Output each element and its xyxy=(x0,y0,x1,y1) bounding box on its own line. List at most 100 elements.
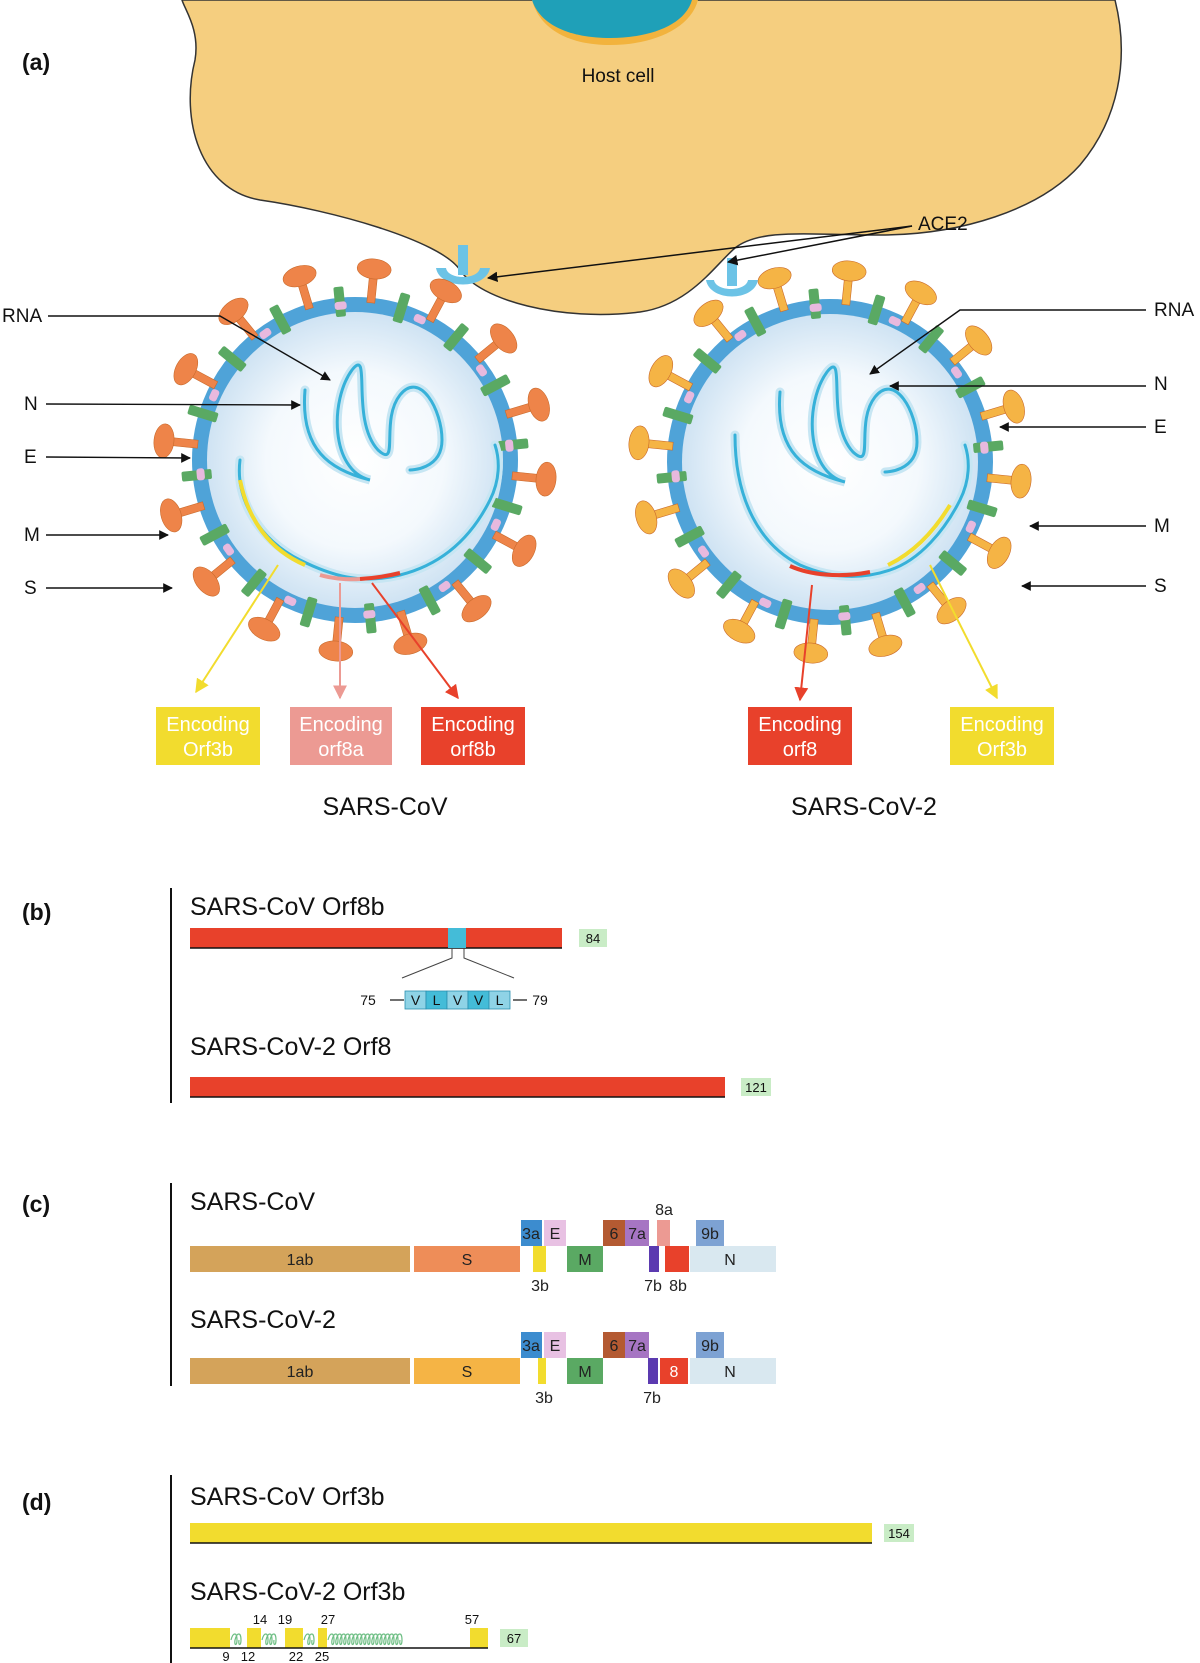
helix-segment xyxy=(303,1633,315,1646)
envelope-protein xyxy=(284,595,297,606)
gene-n-label: N xyxy=(724,1364,736,1381)
motif-residue: V xyxy=(467,990,490,1010)
encoding-orf3b-left: Encoding Orf3b xyxy=(156,707,260,765)
gene-3a xyxy=(521,1220,542,1246)
membrane-protein xyxy=(662,406,694,425)
gene-8a-label: 8a xyxy=(655,1202,673,1219)
gene-e-label: E xyxy=(550,1338,561,1355)
gene-8b xyxy=(665,1246,689,1272)
genome-sars-cov: 1ab S 3a E 3b M 6 7a 7b 8a 8b 9b N xyxy=(190,1202,776,1295)
membrane-protein xyxy=(443,323,469,352)
gene-1ab-label: 1ab xyxy=(287,1364,314,1381)
orf8-length-badge xyxy=(741,1078,771,1096)
rna-coding-segment xyxy=(789,564,871,578)
motif-residue: L xyxy=(425,990,448,1010)
envelope-protein xyxy=(222,543,235,556)
spike-protein xyxy=(474,323,518,364)
motif-residue-letter: L xyxy=(496,992,504,1008)
gene-3b-label: 3b xyxy=(531,1278,549,1295)
sars-cov2-title: SARS-CoV-2 xyxy=(791,793,937,821)
orf3b-cov-length-badge xyxy=(884,1524,914,1542)
spike-protein xyxy=(160,498,206,533)
gene-6-label: 6 xyxy=(610,1226,619,1243)
spike-protein xyxy=(926,581,967,625)
membrane-protein xyxy=(480,374,511,397)
orf8-title: SARS-CoV-2 Orf8 xyxy=(190,1033,391,1061)
gene-1ab xyxy=(190,1358,410,1384)
gene-1ab xyxy=(190,1246,410,1272)
ace2-arrow-right xyxy=(726,225,913,266)
orf8b-length-badge xyxy=(579,929,607,947)
gene-m xyxy=(567,1246,603,1272)
spike-protein xyxy=(248,596,285,642)
nucleus-inner xyxy=(532,0,692,38)
gene-m xyxy=(567,1358,603,1384)
orf8b-title: SARS-CoV Orf8b xyxy=(190,893,385,921)
residue-12: 12 xyxy=(241,1649,255,1663)
membrane-protein xyxy=(392,292,411,324)
motif-residue-letter: V xyxy=(411,992,421,1008)
envelope-protein xyxy=(965,520,976,533)
genome1-title: SARS-CoV xyxy=(190,1188,315,1216)
gene-8a xyxy=(657,1220,670,1246)
panel-d-label: (d) xyxy=(22,1489,51,1515)
orf3b-cov-length: 154 xyxy=(888,1526,910,1541)
gene-7a-label: 7a xyxy=(628,1226,646,1243)
orf8-bar xyxy=(190,1077,725,1098)
membrane-protein xyxy=(241,568,267,597)
encoding-target: orf8a xyxy=(318,739,364,761)
gene-9b-label: 9b xyxy=(701,1338,719,1355)
motif-residue: V xyxy=(404,990,427,1010)
viral-envelope xyxy=(192,297,518,623)
motif-end: 79 xyxy=(532,992,548,1008)
spike-protein xyxy=(192,556,236,597)
orf3b-cov-title: SARS-CoV Orf3b xyxy=(190,1483,385,1511)
membrane-protein xyxy=(867,294,886,326)
ace2-label: ACE2 xyxy=(918,214,968,235)
membrane-protein xyxy=(966,499,998,518)
residue-19: 19 xyxy=(278,1612,292,1627)
residue-57: 57 xyxy=(465,1612,479,1627)
motif-residue-letter: V xyxy=(453,992,463,1008)
orf3b-cov2-title: SARS-CoV-2 Orf3b xyxy=(190,1578,405,1606)
right-label-s: S xyxy=(1154,576,1167,597)
gene-7b-label: 7b xyxy=(643,1390,661,1407)
spike-protein xyxy=(949,325,993,366)
orf8b-bar xyxy=(190,928,562,949)
left-arrow-e xyxy=(45,453,191,463)
orf3b-cov-bar xyxy=(190,1523,872,1544)
left-label-rna: RNA xyxy=(2,306,42,327)
gene-8 xyxy=(660,1358,688,1384)
encoding-orf3b-right: Encoding Orf3b xyxy=(950,707,1054,765)
spike-protein xyxy=(757,267,792,313)
rna-strand xyxy=(733,365,970,578)
membrane-protein xyxy=(299,596,318,628)
helix-segment xyxy=(327,1633,403,1646)
membrane-protein xyxy=(199,523,230,546)
orf3b-cov2-bar xyxy=(190,1628,488,1649)
arrow-to-orf8b xyxy=(371,582,459,700)
envelope-protein xyxy=(209,389,220,402)
spike-protein xyxy=(153,423,199,459)
membrane-protein xyxy=(774,598,793,630)
spike-protein xyxy=(628,425,674,461)
capsid xyxy=(207,312,503,608)
panel-c-label: (c) xyxy=(22,1191,50,1217)
membrane-protein xyxy=(744,306,767,337)
orf3b-cov2-length-badge xyxy=(500,1629,528,1647)
spike-protein xyxy=(793,618,829,664)
envelope-protein xyxy=(259,327,272,340)
envelope-protein xyxy=(438,580,451,593)
panel-a-label: (a) xyxy=(22,49,50,75)
membrane-protein xyxy=(418,585,441,616)
gene-6 xyxy=(603,1220,625,1246)
genome2-title: SARS-CoV-2 xyxy=(190,1306,336,1334)
spike-protein xyxy=(425,278,462,324)
sars-cov-virion xyxy=(153,258,557,662)
spike-protein xyxy=(667,558,711,599)
envelope-protein xyxy=(838,612,851,621)
spike-protein xyxy=(979,389,1025,424)
envelope-protein xyxy=(734,329,747,342)
gene-7b-label: 7b xyxy=(644,1278,662,1295)
spike-protein xyxy=(831,260,867,306)
